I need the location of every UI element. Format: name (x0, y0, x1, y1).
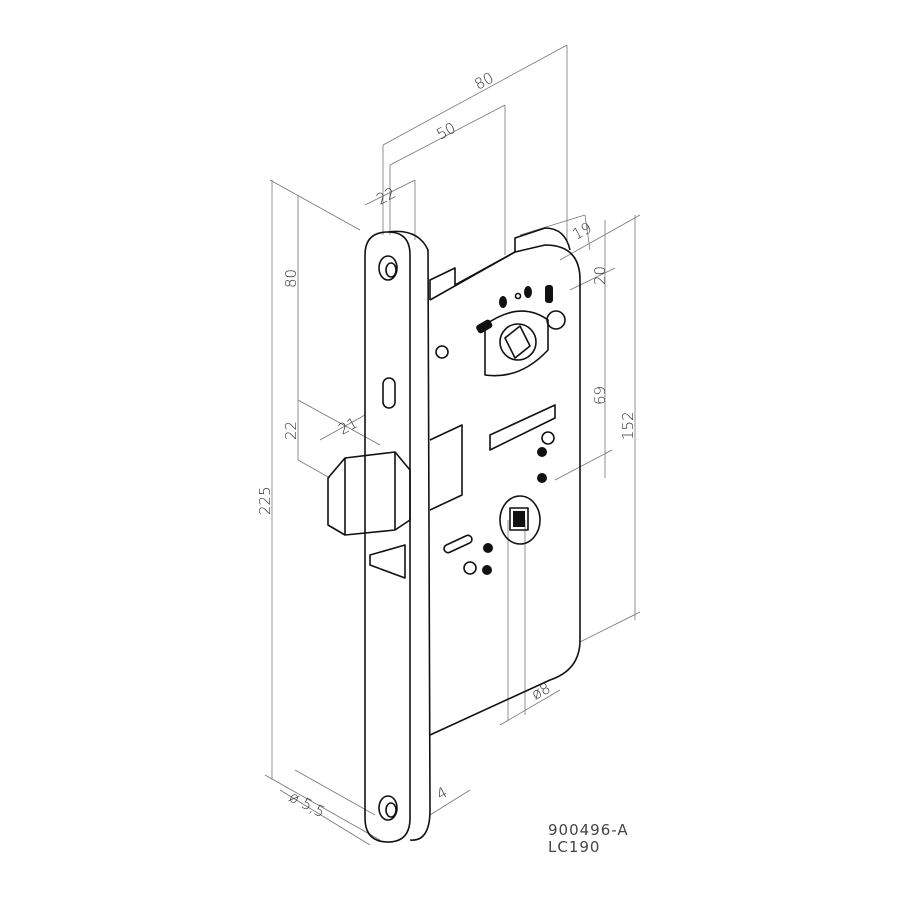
dim-backset: 50 (433, 119, 458, 144)
dim-case-offset-y: 20 (591, 266, 609, 285)
dim-spindle-distance: 69 (591, 386, 609, 405)
dim-case-height: 152 (619, 411, 637, 440)
dim-overall-depth: 80 (471, 69, 496, 94)
dim-faceplate-width: 22 (373, 184, 398, 209)
dim-top-to-latch: 80 (282, 269, 300, 288)
dim-spindle-square: ø8 (528, 679, 553, 704)
dim-faceplate-thickness: 4 (433, 783, 450, 803)
dim-latch-projection: 21 (335, 414, 360, 439)
dim-screw-hole: ø 5,5 (286, 788, 328, 822)
faceplate (364, 230, 431, 843)
latch-bolt (327, 451, 411, 579)
dim-latch-height: 22 (282, 421, 300, 440)
dim-faceplate-length: 225 (256, 486, 274, 515)
dim-case-offset-x: 19 (569, 219, 594, 244)
lock-case (429, 227, 581, 736)
dimension-lines (264, 44, 641, 846)
model-name: LC190 (548, 838, 601, 856)
drawing-code: 900496-A (548, 821, 629, 839)
